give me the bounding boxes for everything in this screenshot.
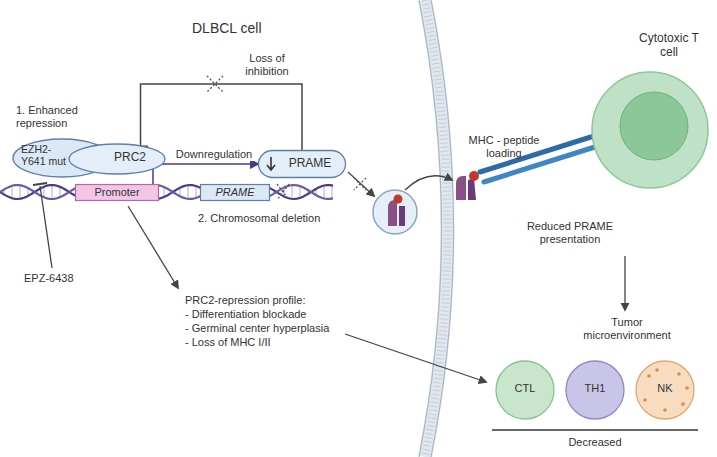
peptide bbox=[394, 195, 403, 204]
step-label: 1. Enhanced repression bbox=[16, 104, 111, 130]
dna-rung bbox=[44, 187, 45, 198]
dna-rung bbox=[332, 185, 333, 198]
mhc-molecule bbox=[468, 178, 476, 200]
membrane-line bbox=[431, 0, 454, 457]
vesicle bbox=[373, 190, 417, 234]
dna-rung bbox=[292, 185, 293, 199]
th1-cell: TH1 bbox=[565, 360, 625, 420]
node-label: CTL bbox=[495, 382, 555, 395]
promoter-box: Promoter bbox=[75, 184, 159, 201]
dna-rung bbox=[164, 187, 165, 197]
ctl-cell: CTL bbox=[495, 360, 555, 420]
membrane-texture bbox=[425, 0, 448, 457]
drug-label: EPZ-6438 bbox=[24, 272, 94, 285]
node-label: TH1 bbox=[565, 382, 625, 395]
peptide bbox=[469, 171, 479, 181]
dna-rung bbox=[60, 187, 61, 197]
mhc-molecule bbox=[399, 206, 405, 226]
cell-membrane bbox=[425, 0, 448, 457]
dna-rung bbox=[12, 186, 13, 198]
inhibitor-bar bbox=[33, 183, 47, 185]
down-arrow bbox=[267, 157, 275, 170]
mhc-molecule bbox=[456, 176, 466, 200]
dna-rung bbox=[188, 185, 189, 199]
nk-cell: NK bbox=[635, 360, 695, 420]
node-label: NK bbox=[635, 382, 695, 395]
node-label: PRAME bbox=[204, 186, 266, 199]
node-label: PRC2 bbox=[94, 151, 166, 165]
t-cell-outline bbox=[590, 70, 710, 190]
dna-rung bbox=[300, 186, 301, 198]
presentation-arrow bbox=[405, 176, 452, 190]
step-label: 2. Chromosomal deletion bbox=[198, 212, 333, 225]
process-label: Reduced PRAME presentation bbox=[518, 220, 622, 246]
blocked-cross bbox=[354, 178, 366, 190]
profile-arrow bbox=[128, 206, 178, 288]
profile-item: - Loss of MHC I/II bbox=[185, 336, 345, 349]
node-label: EZH2-Y641 mut bbox=[21, 143, 73, 167]
complex-ellipse: PRC2 bbox=[68, 143, 166, 175]
process-label: MHC - peptide loading bbox=[462, 134, 546, 160]
cell-heading: Cytotoxic T cell bbox=[634, 32, 704, 60]
profile-item: - Differentiation blockade bbox=[185, 308, 345, 321]
dna-rung bbox=[196, 186, 197, 198]
inhibition-line bbox=[141, 84, 302, 150]
edge-label: Downregulation bbox=[172, 148, 256, 161]
mhc-molecule bbox=[388, 200, 397, 226]
outcome-label: Decreased bbox=[560, 436, 630, 449]
cell-title: DLBCL cell bbox=[192, 20, 282, 37]
edge-label: Loss of inhibition bbox=[236, 52, 298, 78]
dna-rung bbox=[20, 185, 21, 199]
t-cell: Cytotoxic T cell bbox=[590, 70, 710, 190]
membrane-line bbox=[419, 0, 442, 457]
microenvironment-arrow bbox=[345, 334, 486, 382]
inhibitor-line bbox=[40, 186, 52, 268]
node-label: PRAME bbox=[278, 157, 342, 171]
profile-item: - Germinal center hyperplasia bbox=[185, 322, 345, 335]
region-label: Tumor microenvironment bbox=[568, 316, 686, 342]
loading-arrow bbox=[348, 172, 374, 196]
node-label: Promoter bbox=[79, 186, 155, 199]
dna-rung bbox=[324, 186, 325, 199]
bracket-line bbox=[492, 429, 698, 430]
dna-rung bbox=[52, 185, 53, 199]
protein-pill: PRAME bbox=[258, 150, 346, 178]
profile-heading: PRC2-repression profile: bbox=[185, 294, 345, 307]
deletion-cross bbox=[277, 184, 289, 200]
decrease-arrow bbox=[624, 256, 625, 310]
gene-box: PRAME bbox=[200, 184, 270, 201]
regulation-arrow bbox=[153, 164, 258, 184]
